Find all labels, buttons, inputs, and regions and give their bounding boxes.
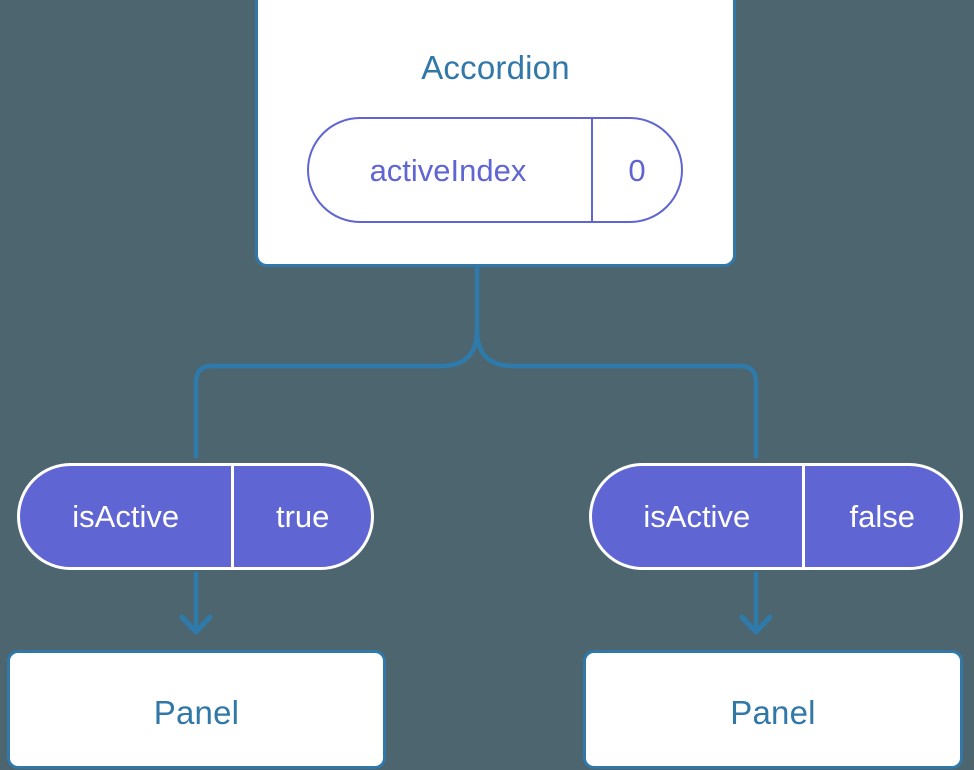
node-panel-left[interactable]: Panel [7, 650, 386, 769]
state-pill-active-index-key: activeIndex [369, 152, 527, 188]
state-pill-active-index-value: 0 [590, 119, 681, 221]
node-accordion-title: Accordion [421, 49, 570, 86]
state-pill-is-active-right-value: false [801, 466, 960, 567]
connector-root-split [474, 267, 759, 458]
state-pill-is-active-left[interactable]: isActive true [17, 463, 374, 570]
node-panel-left-title: Panel [153, 694, 240, 731]
connector-root-split-left [193, 329, 480, 458]
arrow-head-right-icon [739, 614, 773, 635]
state-pill-is-active-left-value: true [231, 466, 371, 567]
state-pill-active-index[interactable]: activeIndex 0 [307, 117, 683, 223]
node-panel-right-title: Panel [730, 694, 816, 731]
arrow-head-left-icon [179, 614, 213, 635]
state-pill-is-active-left-key: isActive [72, 499, 180, 534]
state-pill-is-active-right-key: isActive [643, 499, 751, 534]
state-pill-is-active-right[interactable]: isActive false [589, 463, 963, 570]
node-panel-right[interactable]: Panel [583, 650, 963, 769]
